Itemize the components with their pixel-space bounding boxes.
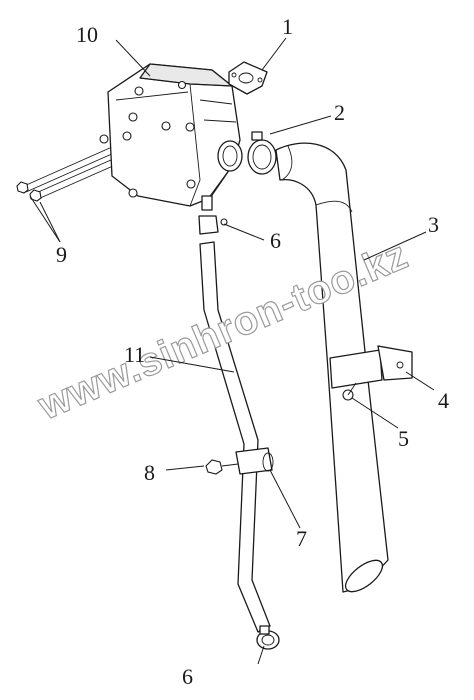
housing-part-10 — [99, 63, 243, 211]
connector-top-part-6 — [198, 215, 228, 235]
hose-part-11 — [199, 241, 271, 633]
callout-labels: 1 2 3 4 5 6 6 7 8 9 10 11 — [56, 14, 449, 689]
callout-9: 9 — [56, 242, 67, 267]
pipe-bracket-part-4 — [329, 345, 413, 389]
callout-11: 11 — [124, 342, 145, 367]
clamp-bottom-part-6 — [256, 625, 280, 650]
bolt-part-5 — [342, 382, 357, 401]
callout-10: 10 — [76, 22, 98, 47]
hose-clamp-part-2 — [247, 131, 277, 175]
leader-lines — [29, 37, 435, 665]
callout-1: 1 — [282, 14, 293, 39]
callout-8: 8 — [144, 460, 155, 485]
gasket-plate-part-1 — [228, 61, 268, 95]
bolt-part-8 — [205, 459, 239, 475]
callout-6-top: 6 — [270, 228, 281, 253]
long-bolts-part-9 — [16, 146, 123, 202]
callout-4: 4 — [438, 388, 449, 413]
callout-6-bottom: 6 — [182, 664, 193, 689]
callout-5: 5 — [398, 426, 409, 451]
callout-3: 3 — [428, 212, 439, 237]
callout-2: 2 — [334, 100, 345, 125]
hose-bracket-part-7 — [235, 447, 274, 475]
callout-7: 7 — [296, 526, 307, 551]
